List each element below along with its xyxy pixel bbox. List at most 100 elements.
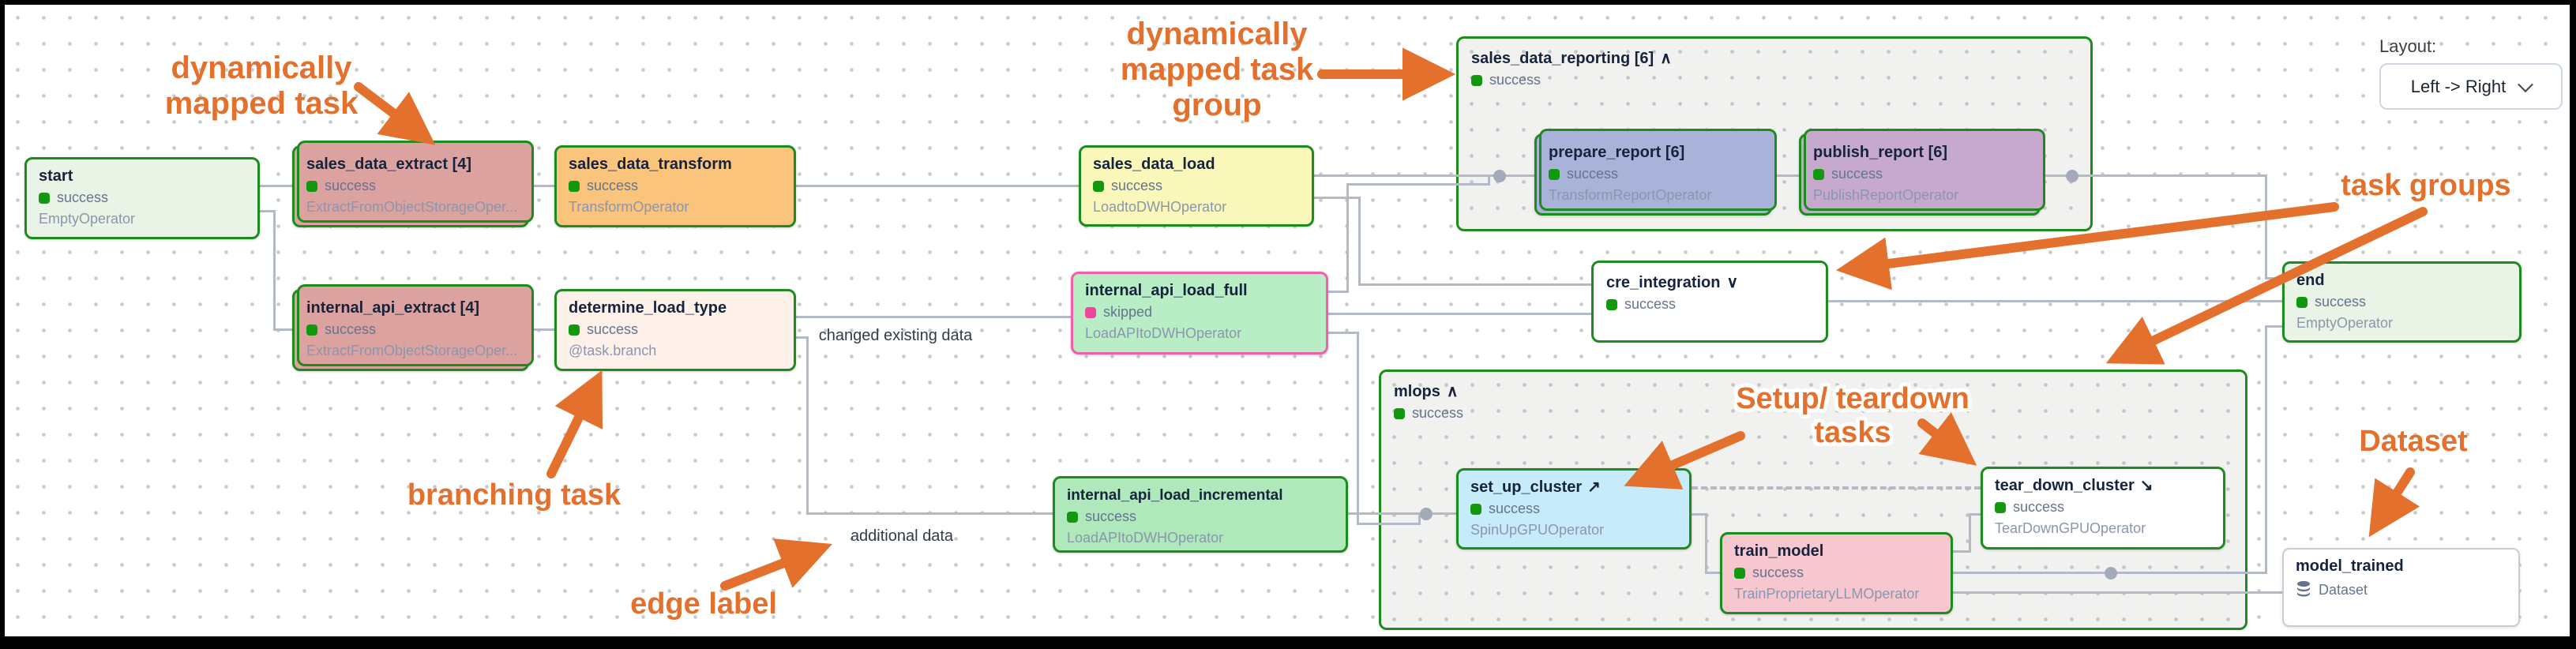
status-success-icon [569,180,580,192]
annotation-setup-teardown-tasks: Setup/ teardown tasks [1736,382,1970,449]
layout-control: Layout: Left -> Right [2379,36,2563,110]
edge-junction-dot [1420,508,1433,520]
annotation-dataset: Dataset [2359,425,2468,458]
annotation-edge-label: edge label [630,587,777,621]
dataset-title: model_trained [2296,557,2404,575]
operator-label: ExtractFromObjectStorageOper... [306,343,518,358]
status-label: success [1831,166,1883,182]
operator-label: EmptyOperator [39,211,136,227]
status-success-icon [1471,74,1482,86]
status-label: success [1624,296,1677,312]
status-label: success [2315,294,2367,309]
operator-label: @task.branch [569,343,657,358]
status-success-icon [569,324,580,336]
annotation-dynamically-mapped-task-group: dynamically mapped task group [1120,17,1314,122]
status-skipped-icon [1085,306,1096,318]
status-label: success [1085,508,1137,524]
annotation-dynamically-mapped-task: dynamically mapped task [164,51,359,121]
task-node-publish-report[interactable]: publish_report [6] success PublishReport… [1799,133,2041,216]
layout-select[interactable]: Left -> Right [2379,63,2563,110]
edge-junction-dot [2066,170,2078,182]
task-node-tear-down-cluster[interactable]: tear_down_cluster↘ success TearDownGPUOp… [1981,467,2225,550]
operator-label: TrainProprietaryLLMOperator [1734,586,1920,602]
status-label: success [325,321,377,337]
status-label: success [1567,166,1619,182]
status-success-icon [2296,296,2308,308]
layout-select-value: Left -> Right [2410,76,2507,96]
status-label: success [1489,501,1541,516]
task-node-end[interactable]: end success EmptyOperator [2282,261,2522,343]
status-success-icon [1470,503,1481,515]
group-title: sales_data_reporting [6] [1471,50,1654,67]
status-success-icon [1394,407,1405,419]
operator-label: LoadAPItoDWHOperator [1085,325,1242,341]
task-title: prepare_report [6] [1549,144,1685,161]
task-title: sales_data_extract [4] [306,156,472,173]
edges-layer [5,5,2570,636]
task-title: internal_api_load_full [1085,282,1248,299]
operator-label: LoadAPItoDWHOperator [1067,530,1224,546]
operator-label: TransformReportOperator [1549,187,1712,203]
status-label: skipped [1103,304,1153,320]
task-title: tear_down_cluster [1995,477,2135,494]
dataset-node-model-trained[interactable]: model_trained Dataset [2282,548,2520,627]
task-node-sales-data-transform[interactable]: sales_data_transform success TransformOp… [554,145,796,227]
task-title: set_up_cluster [1470,478,1583,496]
task-node-start[interactable]: start success EmptyOperator [24,157,260,239]
edge-junction-dot [2105,567,2117,580]
status-success-icon [1813,168,1824,180]
status-success-icon [306,180,317,192]
task-node-determine-load-type[interactable]: determine_load_type success @task.branch [554,289,796,371]
task-title: train_model [1734,542,1824,560]
task-node-internal-api-load-full[interactable]: internal_api_load_full skipped LoadAPIto… [1071,272,1328,355]
task-node-train-model[interactable]: train_model success TrainProprietaryLLMO… [1720,532,1953,614]
status-label: success [57,189,109,205]
status-label: success [1752,565,1804,580]
operator-label: ExtractFromObjectStorageOper... [306,199,518,215]
dataset-type-label: Dataset [2319,581,2368,598]
status-label: success [1412,405,1464,421]
task-node-prepare-report[interactable]: prepare_report [6] success TransformRepo… [1534,133,1772,216]
operator-label: EmptyOperator [2296,315,2394,331]
task-title: internal_api_extract [4] [306,299,479,317]
operator-label: TransformOperator [569,199,689,215]
status-success-icon [39,192,50,204]
annotation-task-groups: task groups [2341,169,2511,202]
task-node-set-up-cluster[interactable]: set_up_cluster↗ success SpinUpGPUOperato… [1456,468,1692,550]
task-node-internal-api-load-incremental[interactable]: internal_api_load_incremental success Lo… [1053,476,1348,553]
task-node-sales-data-load[interactable]: sales_data_load success LoadtoDWHOperato… [1079,145,1314,227]
status-success-icon [1549,168,1560,180]
layout-label: Layout: [2379,36,2437,56]
edge-label-additional-data: additional data [850,527,954,545]
operator-label: TearDownGPUOperator [1995,520,2146,536]
annotation-branching-task: branching task [407,478,621,512]
status-success-icon [306,324,317,336]
task-title: sales_data_load [1093,156,1215,173]
task-title: end [2296,272,2325,289]
status-label: success [587,178,639,193]
setup-arrow-icon: ↗ [1587,478,1601,496]
status-success-icon [1995,501,2006,513]
operator-label: PublishReportOperator [1813,187,1959,203]
status-success-icon [1734,567,1745,579]
chevron-up-icon[interactable]: ∧ [1446,383,1459,400]
chevron-down-icon [2518,76,2534,92]
task-title: determine_load_type [569,299,727,317]
operator-label: SpinUpGPUOperator [1470,522,1605,538]
status-success-icon [1093,180,1104,192]
task-node-sales-data-extract[interactable]: sales_data_extract [4] success ExtractFr… [292,145,529,227]
status-success-icon [1067,511,1078,523]
chevron-down-icon[interactable]: ∨ [1726,274,1739,291]
edge-junction-dot [1493,170,1506,182]
operator-label: LoadtoDWHOperator [1093,199,1227,215]
status-label: success [1489,72,1541,88]
teardown-arrow-icon: ↘ [2139,477,2154,494]
chevron-up-icon[interactable]: ∧ [1660,50,1672,67]
status-label: success [1111,178,1163,193]
task-title: internal_api_load_incremental [1067,487,1283,504]
edge-label-changed-existing-data: changed existing data [818,327,973,344]
task-title: sales_data_transform [569,156,732,173]
task-group-cre-integration[interactable]: cre_integration∨ success [1591,261,1828,343]
task-node-internal-api-extract[interactable]: internal_api_extract [4] success Extract… [292,289,529,371]
